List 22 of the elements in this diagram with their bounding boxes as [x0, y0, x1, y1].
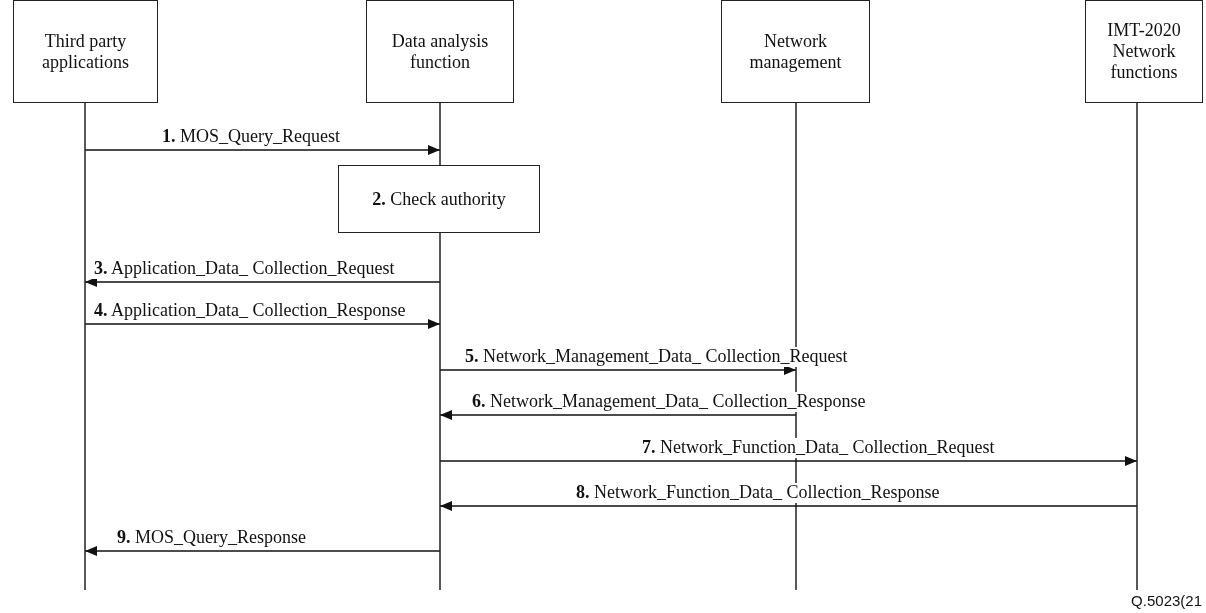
message-label: 7. Network_Function_Data_ Collection_Request: [640, 438, 997, 458]
message-arrow: [439, 410, 797, 420]
message-arrow: [439, 456, 1138, 466]
message-label: 1. MOS_Query_Request: [160, 127, 342, 147]
message-arrow: [84, 546, 441, 556]
message-label: 8. Network_Function_Data_ Collection_Response: [574, 483, 942, 503]
participant-box: IMT-2020 Network functions: [1085, 0, 1203, 103]
message-arrow: [84, 145, 441, 155]
message-arrow: [439, 365, 797, 375]
message-label: 6. Network_Management_Data_ Collection_Response: [470, 392, 868, 412]
figure-code: Q.5023(21: [1131, 592, 1202, 609]
message-label: 9. MOS_Query_Response: [115, 528, 308, 548]
participant-box: Third party applications: [13, 0, 158, 103]
message-arrow: [84, 319, 441, 329]
participant-box: Network management: [721, 0, 870, 103]
process-box: 2. Check authority: [338, 165, 540, 233]
participant-box: Data analysis function: [366, 0, 514, 103]
message-label: 4. Application_Data_ Collection_Response: [92, 301, 408, 321]
message-arrow: [439, 501, 1138, 511]
message-label: 3. Application_Data_ Collection_Request: [92, 259, 397, 279]
message-arrow: [84, 277, 441, 287]
message-label: 5. Network_Management_Data_ Collection_Request: [463, 347, 850, 367]
